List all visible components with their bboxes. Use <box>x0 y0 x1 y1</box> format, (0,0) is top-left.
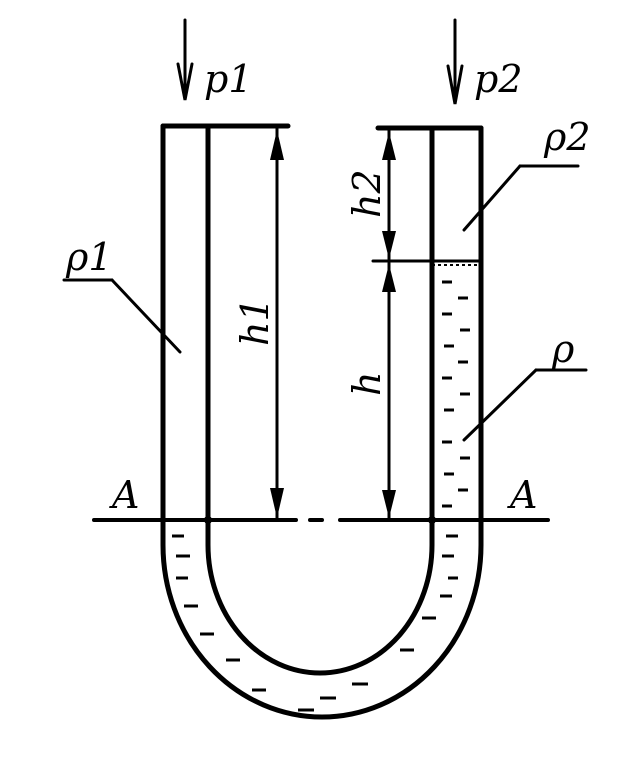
label-h1: h1 <box>233 297 277 346</box>
dimension-h1 <box>270 126 284 520</box>
dimension-h <box>382 261 396 520</box>
liquid-hatching-right-column <box>442 280 470 580</box>
label-A-left: A <box>109 473 139 517</box>
junction-dot-left <box>204 516 212 524</box>
label-h2: h2 <box>345 169 389 218</box>
junction-dot-right <box>428 516 436 524</box>
label-rho2: ρ2 <box>543 115 591 159</box>
pressure-arrow-p2 <box>446 18 464 105</box>
leader-rho2-diag <box>462 164 522 232</box>
dimension-h2 <box>382 128 396 261</box>
leader-rho1-diag <box>110 278 182 354</box>
leader-rho-diag <box>462 368 538 442</box>
u-tube-inner-wall <box>205 123 435 676</box>
label-rho: ρ <box>551 327 575 371</box>
label-h: h <box>345 372 389 396</box>
label-p2: p2 <box>474 57 523 101</box>
label-p1: p1 <box>204 57 253 101</box>
liquid-hatching-bend <box>172 534 452 712</box>
pressure-arrow-p1 <box>176 18 194 101</box>
u-tube-outer-wall <box>160 123 484 720</box>
label-A-right: A <box>507 473 537 517</box>
label-rho1: ρ1 <box>65 235 113 279</box>
